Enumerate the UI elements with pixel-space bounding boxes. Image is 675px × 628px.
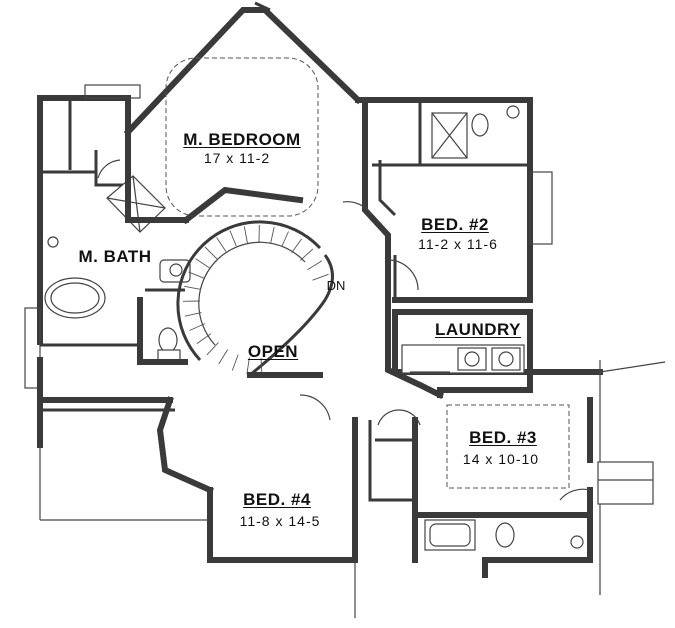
stair-tread [188, 271, 205, 279]
central-hall-walls [362, 147, 445, 400]
stair-tread [281, 231, 289, 248]
stair-tread [231, 354, 239, 371]
stair-tread [270, 226, 275, 244]
stair-tread [229, 230, 237, 247]
master-bedroom-size: 17 x 11-2 [203, 150, 271, 166]
bed-2-walls [362, 97, 553, 303]
stair-down-label: DN [326, 278, 346, 293]
stair-tread [216, 237, 227, 252]
staircase [176, 186, 334, 377]
stair-tread [195, 258, 210, 269]
stair-tread [243, 226, 248, 244]
stair-tread [307, 260, 323, 271]
master-bedroom-walls [123, 1, 368, 217]
stair-tread [204, 246, 218, 260]
bed-3-size: 14 x 10-10 [462, 451, 540, 467]
stair-tread [312, 273, 329, 281]
hall-bath-walls [412, 512, 593, 578]
stair-tread [206, 342, 219, 356]
bed-3-label: BED. #3 [469, 428, 537, 447]
bed-4-walls [156, 372, 415, 618]
stair-tread [196, 333, 212, 344]
stair-tread [246, 357, 250, 375]
stair-tread [189, 323, 206, 331]
left-exterior [37, 357, 200, 521]
bed-4-size: 11-8 x 14-5 [239, 513, 321, 529]
bed-2-size: 11-2 x 11-6 [418, 236, 498, 252]
stair-tread [291, 238, 302, 254]
doors [97, 159, 591, 501]
open-label: OPEN [247, 342, 299, 361]
bed-2-label: BED. #2 [421, 215, 489, 234]
master-bedroom-label: M. BEDROOM [183, 130, 301, 149]
master-bath-label: M. BATH [78, 247, 152, 266]
stair-tread [300, 248, 314, 261]
stair-tread [184, 285, 202, 290]
stair-tread [184, 312, 202, 317]
bed-4-label: BED. #4 [243, 490, 311, 509]
stair-tread [218, 349, 229, 365]
laundry-label: LAUNDRY [435, 320, 521, 339]
master-bath-walls [24, 84, 191, 389]
